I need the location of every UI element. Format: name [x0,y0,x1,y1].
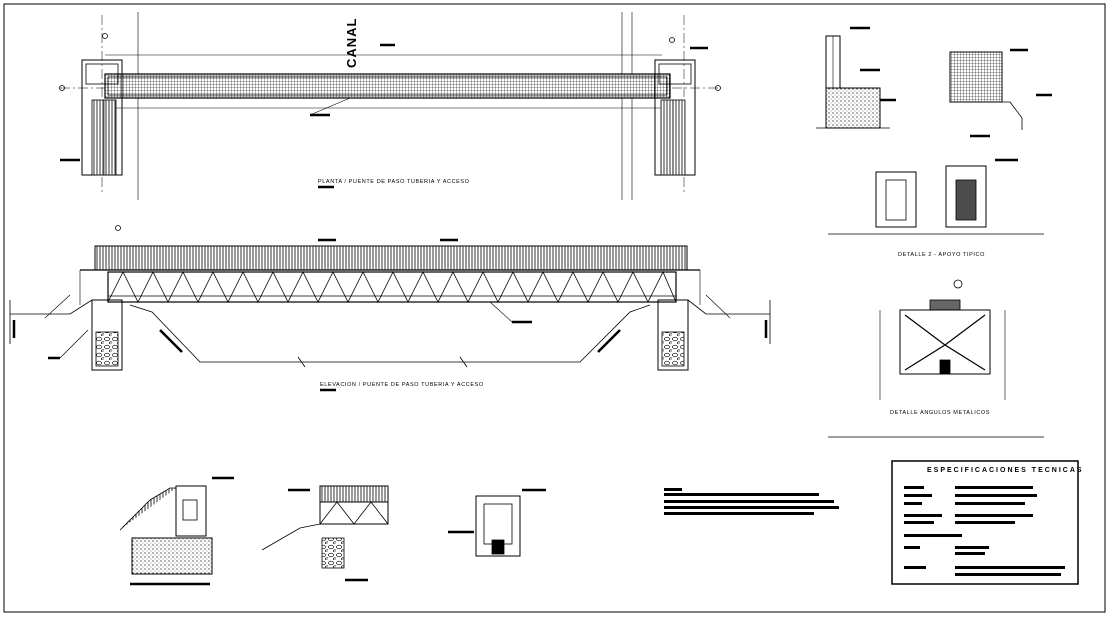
plan-view [59,12,721,200]
detail-angles-title: DETALLE ANGULOS METALICOS [890,410,990,416]
plan-title: PLANTA / PUENTE DE PASO TUBERIA Y ACCESO [318,179,470,185]
technical-specs-box [891,460,1079,585]
elevation-title: ELEVACION / PUENTE DE PASO TUBERIA Y ACC… [320,382,484,388]
specs-title: ESPECIFICACIONES TECNICAS [927,467,1084,474]
canal-label: CANAL [344,18,359,69]
elevation-view [9,225,771,371]
detail-sections-bottom [119,476,546,586]
sheet-border [3,3,1106,613]
detail2-title: DETALLE 2 - APOYO TIPICO [898,252,985,258]
detail-sections-top [816,26,1052,438]
general-notes [664,488,839,515]
